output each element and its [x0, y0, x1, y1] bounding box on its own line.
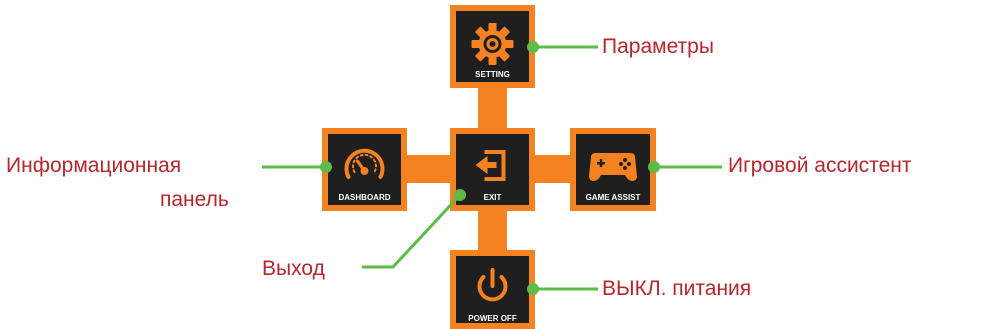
game-assist-button[interactable]: GAME ASSIST	[570, 128, 656, 211]
game-assist-caption: GAME ASSIST	[586, 193, 641, 202]
dashboard-connector-dot	[320, 161, 332, 173]
power-off-button[interactable]: POWER OFF	[450, 250, 535, 329]
setting-caption: SETTING	[475, 70, 510, 79]
exit-connector-dot	[454, 189, 466, 201]
gamepad-icon	[589, 153, 637, 181]
power-icon	[477, 268, 508, 302]
dashboard-label-line1: Информационная	[6, 154, 182, 177]
game-assist-connector-dot	[648, 161, 660, 173]
exit-connector	[362, 193, 462, 269]
dashboard-caption: DASHBOARD	[339, 193, 391, 202]
dashboard-button[interactable]: DASHBOARD	[322, 128, 407, 211]
setting-button[interactable]: SETTING	[450, 5, 535, 88]
connector-dots	[320, 41, 660, 295]
speedometer-icon	[344, 148, 385, 179]
dashboard-label-line2: панель	[160, 188, 229, 211]
setting-label: Параметры	[602, 35, 714, 58]
exit-button[interactable]: EXIT	[450, 128, 535, 211]
callout-connectors	[262, 45, 722, 291]
game-assist-label: Игровой ассистент	[728, 154, 912, 177]
exit-label: Выход	[262, 257, 325, 280]
power-off-connector-dot	[527, 283, 539, 295]
exit-caption: EXIT	[484, 193, 502, 202]
gear-icon	[471, 23, 514, 65]
power-off-label: ВЫКЛ. питания	[602, 277, 752, 300]
power-off-caption: POWER OFF	[468, 314, 517, 323]
exit-door-icon	[475, 150, 506, 181]
setting-connector-dot	[527, 41, 539, 53]
